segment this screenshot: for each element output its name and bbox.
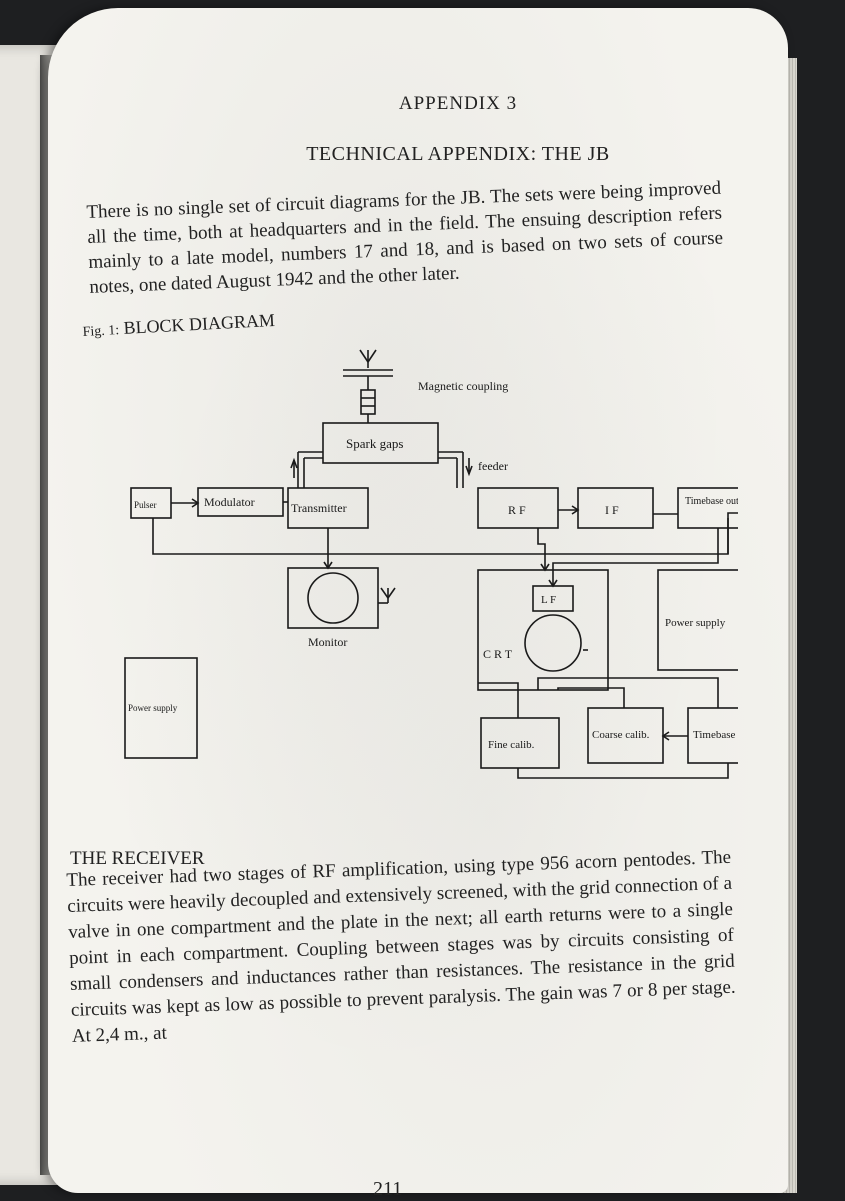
label-coarse-calib: Coarse calib. (592, 729, 650, 741)
label-fine-calib: Fine calib. (488, 739, 535, 751)
label-pulser: Pulser (134, 500, 157, 510)
fragment: rian (0, 238, 10, 261)
block-diagram: Magnetic coupling Spark gaps feeder Puls… (124, 349, 738, 779)
page-number: 211 (373, 1178, 403, 1200)
label-magnetic-coupling: Magnetic coupling (418, 379, 508, 393)
page-title: TECHNICAL APPENDIX: THE JB (306, 143, 610, 165)
show-through (48, 8, 788, 1193)
label-modulator: Modulator (204, 495, 255, 509)
fragment: elle (0, 215, 10, 238)
label-feeder: feeder (478, 459, 508, 473)
label-timebase-output: Timebase output (685, 496, 738, 507)
appendix-label: APPENDIX 3 (398, 93, 518, 114)
label-monitor: Monitor (308, 635, 347, 649)
label-power-supply-right: Power supply (665, 617, 726, 629)
label-spark-gaps: Spark gaps (346, 436, 403, 451)
label-lf: L F (541, 594, 556, 606)
facing-page-text: elle rian ine eila (0, 215, 10, 307)
label-if: I F (605, 503, 619, 517)
fragment: eila (0, 284, 10, 307)
receiver-paragraph: The receiver had two stages of RF amplif… (66, 846, 736, 1047)
book-page: APPENDIX 3 TECHNICAL APPENDIX: THE JB Th… (48, 8, 788, 1200)
label-crt: C R T (483, 647, 513, 661)
label-timebase: Timebase (693, 729, 735, 741)
label-rf: R F (508, 503, 526, 517)
label-transmitter: Transmitter (291, 501, 347, 515)
fragment: ine (0, 261, 10, 284)
label-power-supply-left: Power supply (128, 703, 178, 713)
section-heading: THE RECEIVER (70, 848, 205, 869)
